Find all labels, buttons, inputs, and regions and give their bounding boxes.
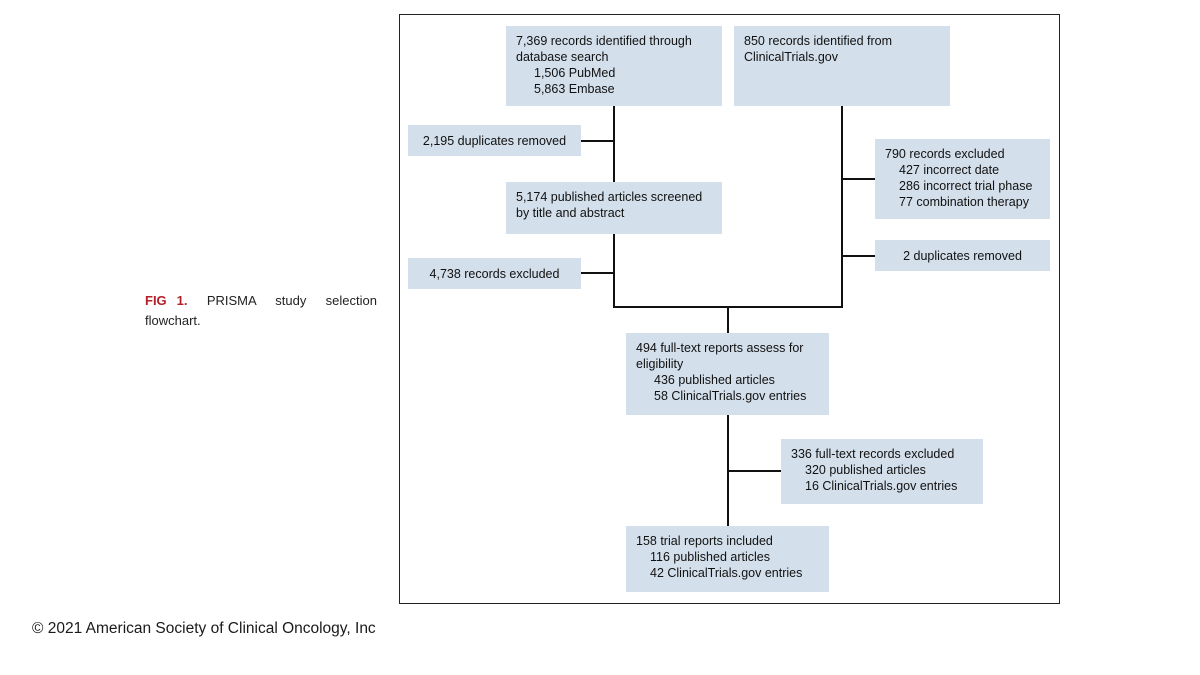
box-database-excluded: 4,738 records excluded: [408, 258, 581, 289]
database-records-title: 7,369 records identified through: [516, 34, 692, 48]
copyright-notice: © 2021 American Society of Clinical Onco…: [32, 620, 376, 637]
fulltext-excluded-clinicaltrials: 16 ClinicalTrials.gov entries: [805, 479, 958, 493]
clinicaltrials-excluded-phase: 286 incorrect trial phase: [899, 179, 1033, 193]
figure-caption-text: PRISMA study selection flowchart.: [145, 293, 377, 328]
box-database-records: 7,369 records identified through databas…: [506, 26, 722, 106]
fulltext-assessed-published: 436 published articles: [654, 373, 775, 387]
fulltext-assessed-title: 494 full-text reports assess for: [636, 341, 804, 355]
database-records-embase: 5,863 Embase: [534, 82, 615, 96]
screened-title: 5,174 published articles screened: [516, 190, 703, 204]
box-clinicaltrials-records: 850 records identified from ClinicalTria…: [734, 26, 950, 106]
database-records-title-cont: database search: [516, 50, 609, 64]
box-clinicaltrials-duplicates: 2 duplicates removed: [875, 240, 1050, 271]
database-excluded-text: 4,738 records excluded: [429, 266, 560, 281]
clinicaltrials-excluded-combination: 77 combination therapy: [899, 195, 1029, 209]
box-database-duplicates: 2,195 duplicates removed: [408, 125, 581, 156]
fulltext-excluded-title: 336 full-text records excluded: [791, 447, 955, 461]
box-screened: 5,174 published articles screened by tit…: [506, 182, 722, 234]
fulltext-assessed-title-cont: eligibility: [636, 357, 684, 371]
clinicaltrials-excluded-date: 427 incorrect date: [899, 163, 1000, 177]
box-clinicaltrials-excluded: 790 records excluded 427 incorrect date …: [875, 139, 1050, 219]
figure-label: FIG: [145, 293, 167, 308]
included-published: 116 published articles: [650, 550, 770, 564]
clinicaltrials-excluded-title: 790 records excluded: [885, 147, 1005, 161]
figure-number: 1.: [176, 293, 188, 308]
box-fulltext-excluded: 336 full-text records excluded 320 publi…: [781, 439, 983, 504]
clinicaltrials-records-title-cont: ClinicalTrials.gov: [744, 50, 839, 64]
fulltext-assessed-clinicaltrials: 58 ClinicalTrials.gov entries: [654, 389, 807, 403]
included-title: 158 trial reports included: [636, 534, 773, 548]
screened-title-cont: by title and abstract: [516, 206, 625, 220]
database-duplicates-text: 2,195 duplicates removed: [422, 133, 567, 148]
clinicaltrials-duplicates-text: 2 duplicates removed: [903, 248, 1022, 263]
database-records-pubmed: 1,506 PubMed: [534, 66, 616, 80]
box-fulltext-assessed: 494 full-text reports assess for eligibi…: [626, 333, 829, 415]
included-clinicaltrials: 42 ClinicalTrials.gov entries: [650, 566, 803, 580]
figure-caption: FIG 1. PRISMA study selection flowchart.: [145, 291, 377, 331]
clinicaltrials-records-title: 850 records identified from: [744, 34, 892, 48]
flowchart-frame: [399, 14, 1060, 604]
box-included: 158 trial reports included 116 published…: [626, 526, 829, 592]
fulltext-excluded-published: 320 published articles: [805, 463, 926, 477]
